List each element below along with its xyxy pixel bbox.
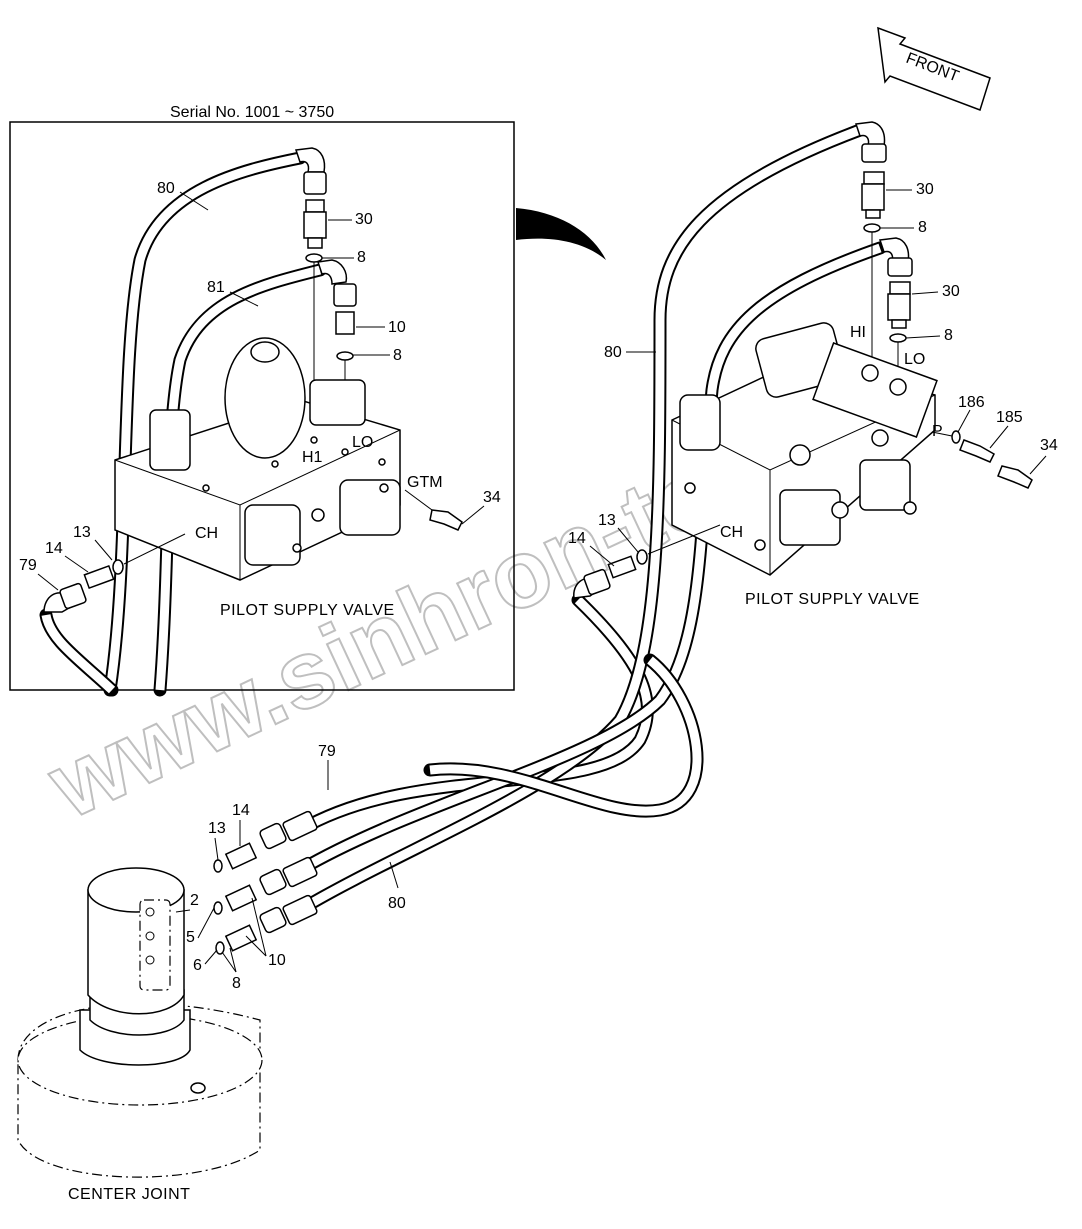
main-callout-185: 185	[996, 409, 1023, 426]
inset-caption: PILOT SUPPLY VALVE	[220, 602, 395, 619]
lower-callout-80: 80	[388, 895, 406, 912]
inset-callout-30: 30	[355, 211, 373, 228]
main-caption: PILOT SUPPLY VALVE	[745, 591, 920, 608]
inset-port-gtm: GTM	[407, 474, 443, 491]
lower-callout-6: 6	[193, 957, 202, 974]
front-arrow-icon: FRONT	[877, 26, 991, 111]
main-hose-crossover	[423, 653, 704, 818]
main-pilot-valve	[671, 322, 938, 576]
main-port-p: P	[932, 423, 943, 440]
inset-pilot-valve	[114, 337, 401, 581]
main-callout-8b: 8	[944, 327, 953, 344]
center-joint	[17, 867, 263, 1178]
inset-hose-81	[153, 263, 327, 697]
center-joint-label: CENTER JOINT	[68, 1186, 190, 1203]
lower-callout-10: 10	[268, 952, 286, 969]
serial-label: Serial No. 1001 ~ 3750	[170, 104, 334, 121]
main-hose-79	[293, 593, 654, 837]
lower-adapters	[213, 842, 258, 955]
inset-callout-13: 13	[73, 524, 91, 541]
inset-serial-box: Serial No. 1001 ~ 3750	[9, 104, 515, 697]
lower-hose-ends	[259, 810, 318, 934]
lower-callout-5: 5	[186, 929, 195, 946]
inset-callout-10: 10	[388, 319, 406, 336]
lower-callout-13: 13	[208, 820, 226, 837]
main-hose-80	[293, 123, 867, 917]
inset-callout-8a: 8	[357, 249, 366, 266]
main-port-lo: LO	[904, 351, 925, 368]
inset-callout-34: 34	[483, 489, 501, 506]
transition-arrow-icon	[516, 208, 606, 260]
main-callout-14: 14	[568, 530, 586, 547]
main-callout-30a: 30	[916, 181, 934, 198]
lower-callout-79: 79	[318, 743, 336, 760]
inset-port-ch: CH	[195, 525, 218, 542]
inset-port-h1: H1	[302, 449, 323, 466]
inset-callout-80: 80	[157, 180, 175, 197]
inset-callout-79: 79	[19, 557, 37, 574]
main-callout-13: 13	[598, 512, 616, 529]
main-port-hi: HI	[850, 324, 866, 341]
main-callout-30b: 30	[942, 283, 960, 300]
main-callout-80: 80	[604, 344, 622, 361]
lower-callout-14: 14	[232, 802, 250, 819]
main-callout-8a: 8	[918, 219, 927, 236]
lower-callout-2: 2	[190, 892, 199, 909]
main-hose-81	[293, 241, 887, 877]
main-callout-186: 186	[958, 394, 985, 411]
inset-callout-14: 14	[45, 540, 63, 557]
inset-callout-8b: 8	[393, 347, 402, 364]
main-callout-34: 34	[1040, 437, 1058, 454]
lower-callout-8: 8	[232, 975, 241, 992]
main-port-ch: CH	[720, 524, 743, 541]
inset-port-lo: LO	[352, 434, 373, 451]
inset-callout-81: 81	[207, 279, 225, 296]
